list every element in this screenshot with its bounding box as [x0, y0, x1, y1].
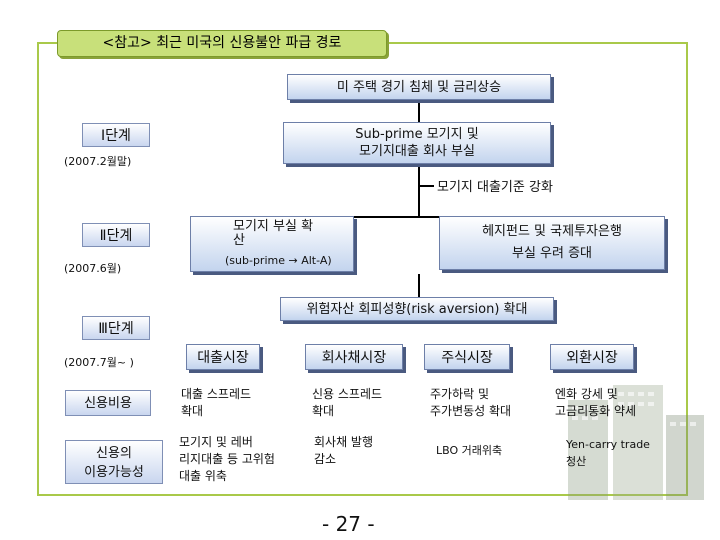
- mortgage-line-2: 산: [233, 233, 245, 248]
- cell-text: 대출 위축: [179, 469, 227, 483]
- row-label-line: 신용의: [96, 446, 132, 461]
- cell-text: 청산: [566, 455, 587, 468]
- cell-loan-spread: 대출 스프레드 확대: [181, 386, 251, 420]
- stage-2-label: Ⅱ단계: [82, 223, 150, 247]
- stage-1-label: Ⅰ단계: [82, 123, 150, 147]
- connector-line: [418, 186, 420, 216]
- us-housing-downturn-box: 미 주택 경기 침체 및 금리상승: [287, 74, 551, 100]
- tightening-label: 모기지 대출기준 강화: [437, 180, 553, 195]
- cell-text: 감소: [314, 452, 337, 466]
- page-title: <참고> 최근 미국의 신용불안 파급 경로: [57, 30, 387, 57]
- connector-line: [272, 216, 552, 218]
- cell-yen-strength: 엔화 강세 및 고금리통화 약세: [555, 386, 636, 420]
- cell-text: 확대: [312, 404, 335, 418]
- hedge-fund-box: 헤지펀드 및 국제투자은행 부실 우려 증대: [439, 216, 665, 270]
- mortgage-default-box: 모기지 부실 확 산 (sub-prime → Alt-A): [190, 216, 354, 272]
- hedge-line-1: 헤지펀드 및 국제투자은행: [482, 224, 622, 239]
- mortgage-sub: (sub-prime → Alt-A): [225, 254, 332, 267]
- stage-2-date: (2007.6월): [64, 262, 122, 275]
- cell-text: 고금리통화 약세: [555, 404, 637, 418]
- subprime-box: Sub-prime 모기지 및 모기지대출 회사 부실: [283, 122, 551, 164]
- cell-text: 신용 스프레드: [312, 387, 383, 401]
- cell-yen-carry: Yen-carry trade 청산: [566, 436, 650, 470]
- connector-line: [418, 100, 420, 122]
- subprime-line-1: Sub-prime 모기지 및: [355, 127, 479, 142]
- connector-line: [418, 274, 420, 298]
- mortgage-line-1: 모기지 부실 확: [233, 219, 314, 234]
- stage-3-label: Ⅲ단계: [82, 316, 150, 340]
- cell-text: 대출 스프레드: [181, 387, 252, 401]
- cell-text: Yen-carry trade: [566, 438, 650, 451]
- row-label-credit-availability: 신용의 이용가능성: [65, 440, 163, 484]
- connector-line: [418, 164, 420, 186]
- hedge-line-2: 부실 우려 증대: [511, 246, 593, 261]
- cell-text: 모기지 및 레버: [179, 435, 253, 449]
- cell-text: 확대: [181, 404, 204, 418]
- row-label-line: 이용가능성: [84, 465, 144, 480]
- stage-3-date: (2007.7월~ ): [64, 356, 134, 369]
- cell-text: 주가변동성 확대: [430, 404, 512, 418]
- market-header-fx: 외환시장: [550, 344, 634, 370]
- subprime-line-2: 모기지대출 회사 부실: [359, 144, 475, 159]
- cell-text: LBO 거래위축: [436, 444, 503, 457]
- market-header-stock: 주식시장: [424, 344, 510, 370]
- cell-bond-issuance: 회사채 발행 감소: [314, 434, 373, 468]
- cell-text: 엔화 강세 및: [555, 387, 618, 401]
- stage-1-date: (2007.2월말): [64, 155, 132, 168]
- cell-text: 리지대출 등 고위험: [179, 452, 275, 466]
- risk-aversion-box: 위험자산 회피성향(risk aversion) 확대: [280, 297, 554, 321]
- market-header-bond: 회사채시장: [305, 344, 403, 370]
- cell-credit-spread: 신용 스프레드 확대: [312, 386, 382, 420]
- cell-text: 회사채 발행: [314, 435, 374, 449]
- buildings-illustration: [568, 385, 704, 500]
- cell-text: 주가하락 및: [430, 387, 490, 401]
- cell-lbo: LBO 거래위축: [436, 442, 502, 459]
- market-header-loan: 대출시장: [186, 344, 260, 370]
- cell-loan-tightening: 모기지 및 레버 리지대출 등 고위험 대출 위축: [179, 434, 275, 485]
- page-number: - 27 -: [322, 512, 375, 536]
- cell-stock-decline: 주가하락 및 주가변동성 확대: [430, 386, 511, 420]
- row-label-credit-cost: 신용비용: [65, 390, 151, 416]
- connector-line: [418, 185, 434, 187]
